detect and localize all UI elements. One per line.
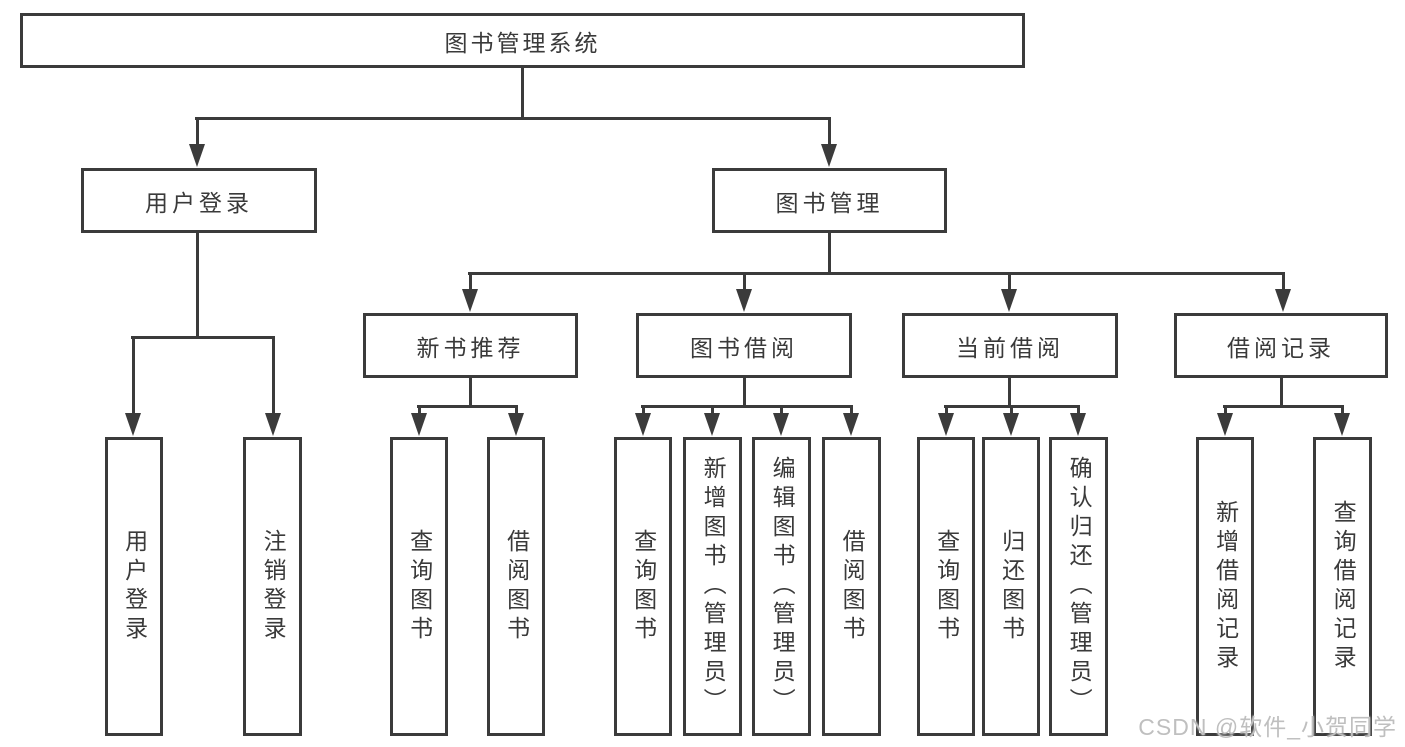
arrow-down-icon — [125, 413, 141, 436]
leaf-add-books-admin-label: 新增图书（管理员） — [700, 456, 727, 717]
node-book-management-label: 图书管理 — [775, 189, 884, 216]
node-root: 图书管理系统 — [20, 13, 1025, 68]
arrow-down-icon — [1001, 289, 1017, 312]
connector-bookmgmt-vline — [827, 233, 831, 275]
connector-leaf-stub — [417, 405, 421, 416]
connector-level3-stub — [1007, 272, 1011, 292]
leaf-return-books: 归还图书 — [982, 437, 1040, 736]
connector-level3-stub — [1281, 272, 1285, 292]
arrow-down-icon — [773, 413, 789, 436]
leaf-recommend-borrow-books-label: 借阅图书 — [503, 528, 530, 645]
connector-root-rail — [195, 117, 831, 120]
leaf-user-login: 用户登录 — [105, 437, 163, 736]
connector-leaf-stub — [779, 405, 783, 416]
arrow-down-icon — [821, 144, 837, 167]
node-book-borrow-label: 图书借阅 — [690, 334, 798, 361]
leaf-add-books-admin: 新增图书（管理员） — [683, 437, 742, 736]
leaf-borrow-query-books: 查询图书 — [614, 437, 672, 736]
connector-bookmgmt-stub — [827, 117, 831, 147]
connector-bookborrow-vline — [742, 378, 746, 408]
arrow-down-icon — [411, 413, 427, 436]
leaf-confirm-return-admin-label: 确认归还（管理员） — [1066, 456, 1093, 717]
connector-userlogin-vline — [195, 233, 199, 339]
leaf-recommend-query-books: 查询图书 — [390, 437, 448, 736]
connector-leaf-stub — [944, 405, 948, 416]
node-root-label: 图书管理系统 — [444, 29, 601, 56]
arrow-down-icon — [508, 413, 524, 436]
arrow-down-icon — [938, 413, 954, 436]
connector-leaf-stub — [849, 405, 853, 416]
leaf-borrow-query-books-label: 查询图书 — [630, 528, 657, 645]
arrow-down-icon — [1003, 413, 1019, 436]
leaf-current-query-books: 查询图书 — [917, 437, 975, 736]
leaf-edit-books-admin: 编辑图书（管理员） — [752, 437, 811, 736]
connector-leaf-stub — [710, 405, 714, 416]
node-user-login-label: 用户登录 — [145, 189, 253, 216]
arrow-down-icon — [462, 289, 478, 312]
connector-leaf-stub — [131, 336, 135, 414]
arrow-down-icon — [1070, 413, 1086, 436]
arrow-down-icon — [1217, 413, 1233, 436]
connector-currentborrow-vline — [1007, 378, 1011, 408]
node-new-book-recommend: 新书推荐 — [363, 313, 578, 378]
connector-newbook-vline — [468, 378, 472, 408]
node-book-borrow: 图书借阅 — [636, 313, 852, 378]
connector-leaf-stub — [1340, 405, 1344, 416]
node-current-borrow: 当前借阅 — [902, 313, 1118, 378]
leaf-confirm-return-admin: 确认归还（管理员） — [1049, 437, 1108, 736]
arrow-down-icon — [704, 413, 720, 436]
connector-leaf-stub — [641, 405, 645, 416]
arrow-down-icon — [635, 413, 651, 436]
connector-records-vline — [1279, 378, 1283, 408]
leaf-current-query-books-label: 查询图书 — [933, 528, 960, 645]
node-current-borrow-label: 当前借阅 — [956, 334, 1064, 361]
leaf-query-borrow-record: 查询借阅记录 — [1313, 437, 1372, 736]
connector-bookborrow-rail — [641, 405, 853, 408]
leaf-recommend-query-books-label: 查询图书 — [406, 528, 433, 645]
leaf-borrow-books: 借阅图书 — [822, 437, 881, 736]
arrow-down-icon — [1275, 289, 1291, 312]
arrow-down-icon — [843, 413, 859, 436]
connector-bookmgmt-rail — [468, 272, 1285, 275]
connector-leaf-stub — [1009, 405, 1013, 416]
arrow-down-icon — [736, 289, 752, 312]
leaf-logout-label: 注销登录 — [260, 528, 287, 645]
leaf-add-borrow-record: 新增借阅记录 — [1196, 437, 1254, 736]
arrow-down-icon — [265, 413, 281, 436]
node-borrow-records: 借阅记录 — [1174, 313, 1388, 378]
leaf-recommend-borrow-books: 借阅图书 — [487, 437, 545, 736]
node-user-login: 用户登录 — [81, 168, 317, 233]
leaf-query-borrow-record-label: 查询借阅记录 — [1330, 499, 1357, 674]
connector-level3-stub — [468, 272, 472, 292]
connector-leaf-stub — [1223, 405, 1227, 416]
connector-userlogin-stub — [195, 117, 199, 147]
connector-userlogin-rail — [131, 336, 275, 339]
node-borrow-records-label: 借阅记录 — [1227, 334, 1335, 361]
leaf-edit-books-admin-label: 编辑图书（管理员） — [769, 456, 796, 717]
leaf-logout: 注销登录 — [243, 437, 302, 736]
node-new-book-recommend-label: 新书推荐 — [416, 334, 525, 361]
arrow-down-icon — [189, 144, 205, 167]
connector-records-rail — [1223, 405, 1344, 408]
node-book-management: 图书管理 — [712, 168, 947, 233]
leaf-add-borrow-record-label: 新增借阅记录 — [1212, 499, 1239, 674]
leaf-return-books-label: 归还图书 — [998, 528, 1025, 645]
connector-root-vline — [520, 68, 524, 119]
leaf-borrow-books-label: 借阅图书 — [839, 528, 866, 645]
leaf-user-login-label: 用户登录 — [121, 528, 148, 645]
connector-leaf-stub — [514, 405, 518, 416]
connector-leaf-stub — [271, 336, 275, 414]
arrow-down-icon — [1334, 413, 1350, 436]
connector-level3-stub — [742, 272, 746, 292]
connector-newbook-rail — [417, 405, 518, 408]
csdn-watermark: CSDN @软件_小贺同学 — [1138, 714, 1397, 740]
connector-leaf-stub — [1076, 405, 1080, 416]
